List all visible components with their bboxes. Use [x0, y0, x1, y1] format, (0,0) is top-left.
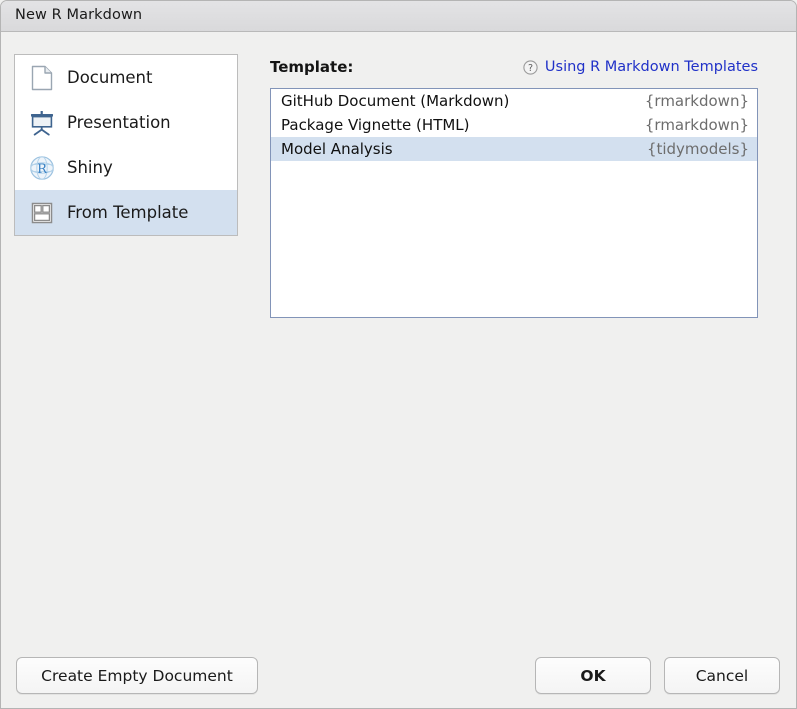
- svg-text:R: R: [37, 162, 48, 177]
- sidebar-item-presentation[interactable]: Presentation: [15, 100, 237, 145]
- template-package: {rmarkdown}: [644, 92, 749, 110]
- using-r-markdown-templates-link[interactable]: Using R Markdown Templates: [544, 59, 758, 75]
- shiny-r-globe-icon: R: [29, 155, 55, 181]
- template-package: {tidymodels}: [646, 140, 749, 158]
- svg-text:?: ?: [528, 63, 533, 74]
- template-list-item[interactable]: Package Vignette (HTML) {rmarkdown}: [271, 113, 757, 137]
- sidebar-item-label: Shiny: [67, 158, 113, 177]
- sidebar-item-from-template[interactable]: From Template: [15, 190, 237, 235]
- template-package: {rmarkdown}: [644, 116, 749, 134]
- template-header: Template: ? Using R Markdown Templates: [270, 58, 758, 80]
- template-list-item[interactable]: GitHub Document (Markdown) {rmarkdown}: [271, 89, 757, 113]
- template-list-item[interactable]: Model Analysis {tidymodels}: [271, 137, 757, 161]
- ok-button[interactable]: OK: [535, 657, 651, 694]
- template-caption-label: Template:: [270, 58, 354, 76]
- help-question-icon[interactable]: ?: [523, 59, 538, 75]
- template-name: GitHub Document (Markdown): [281, 92, 510, 110]
- template-listbox[interactable]: GitHub Document (Markdown) {rmarkdown} P…: [270, 88, 758, 318]
- cancel-button[interactable]: Cancel: [664, 657, 780, 694]
- dialog-title: New R Markdown: [15, 7, 143, 23]
- sidebar-item-label: Presentation: [67, 113, 171, 132]
- sidebar-item-shiny[interactable]: R Shiny: [15, 145, 237, 190]
- template-name: Package Vignette (HTML): [281, 116, 470, 134]
- presentation-screen-icon: [29, 110, 55, 136]
- create-empty-document-button[interactable]: Create Empty Document: [16, 657, 258, 694]
- template-layout-icon: [29, 200, 55, 226]
- sidebar-item-label: From Template: [67, 203, 189, 222]
- document-page-icon: [29, 65, 55, 91]
- help-link-group[interactable]: ? Using R Markdown Templates: [523, 59, 758, 75]
- sidebar-item-label: Document: [67, 68, 153, 87]
- template-name: Model Analysis: [281, 140, 393, 158]
- dialog-titlebar: New R Markdown: [1, 1, 796, 32]
- output-format-list[interactable]: Document Presentation: [14, 54, 238, 236]
- sidebar-item-document[interactable]: Document: [15, 55, 237, 100]
